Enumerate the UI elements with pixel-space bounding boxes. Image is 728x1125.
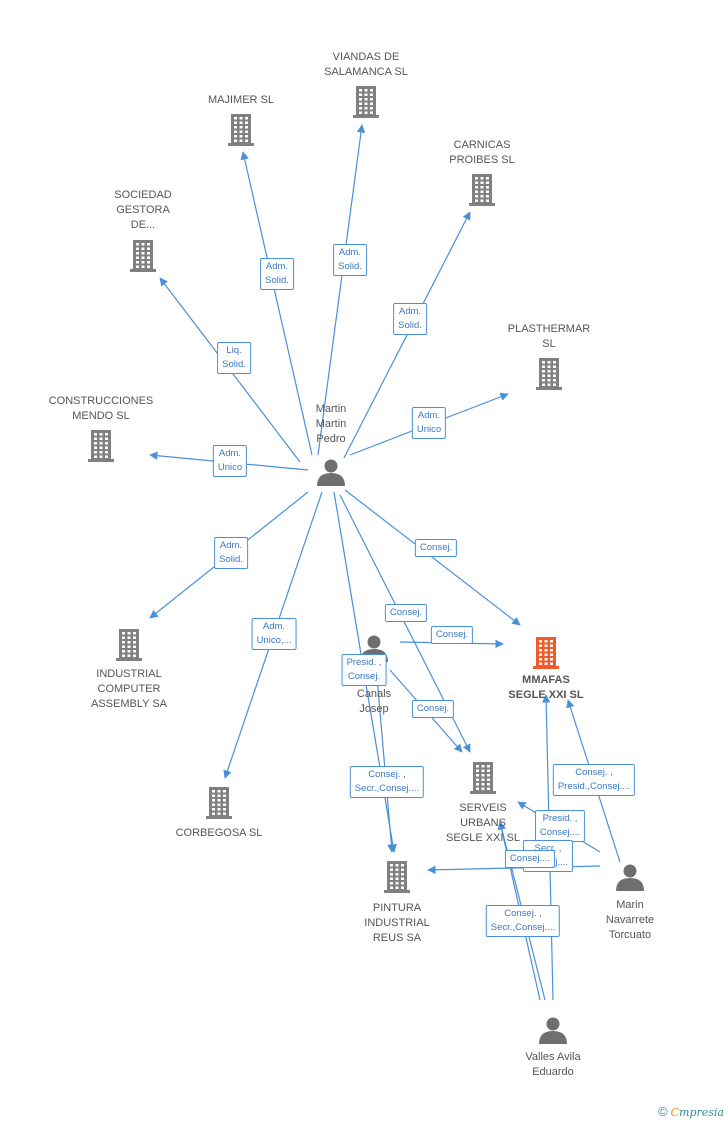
role-badge[interactable]: Presid. , Consej.	[341, 654, 387, 686]
company-label-serveis[interactable]: SERVEIS URBANS SEGLE XXI SL	[446, 802, 520, 844]
building-icon[interactable]	[116, 629, 142, 661]
brand-logo-e: C	[670, 1106, 680, 1119]
company-label-sociedad[interactable]: SOCIEDAD GESTORA DE...	[114, 189, 172, 231]
role-badge[interactable]: Adm. Solid.	[214, 537, 248, 569]
company-label-pintura[interactable]: PINTURA INDUSTRIAL REUS SA	[364, 902, 430, 944]
edge-line	[344, 489, 521, 626]
company-label-corbegosa[interactable]: CORBEGOSA SL	[175, 827, 263, 839]
role-badge[interactable]: Adm. Solid.	[333, 244, 367, 276]
building-icon[interactable]	[130, 240, 156, 272]
role-badge[interactable]: Adm. Unico	[411, 407, 447, 439]
company-label-mmafas[interactable]: MMAFAS SEGLE XXI SL	[508, 674, 584, 701]
company-label-carnicas[interactable]: CARNICAS PROIBES SL	[449, 139, 515, 166]
role-badge[interactable]: Adm. Solid.	[393, 303, 427, 335]
person-icon[interactable]	[539, 1017, 567, 1045]
role-badge[interactable]: Adm. Solid.	[260, 258, 294, 290]
building-icon[interactable]	[228, 114, 254, 146]
person-icon[interactable]	[616, 864, 644, 892]
role-badge[interactable]: Consej.	[384, 604, 428, 622]
role-badge[interactable]: Consej. , Presid.,Consej....	[552, 764, 636, 796]
person-label-valles[interactable]: Valles Avila Eduardo	[525, 1051, 581, 1078]
building-icon[interactable]	[533, 637, 559, 669]
building-icon[interactable]	[536, 358, 562, 390]
role-badge[interactable]: Adm. Unico	[212, 445, 248, 477]
brand-logo-text: mpresia	[679, 1106, 724, 1119]
person-label-navarrete[interactable]: Marin Navarrete Torcuato	[605, 899, 655, 941]
company-label-majimer[interactable]: MAJIMER SL	[207, 94, 274, 106]
role-badge[interactable]: Consej. , Secr.,Consej....	[349, 766, 425, 798]
role-badge[interactable]: Adm. Unico,...	[251, 618, 297, 650]
building-icon[interactable]	[206, 787, 232, 819]
company-label-viandas[interactable]: VIANDAS DE SALAMANCA SL	[324, 51, 408, 78]
person-icon[interactable]	[317, 459, 345, 487]
edge-line	[240, 151, 313, 456]
edge-line	[343, 211, 471, 459]
role-badge[interactable]: Consej.	[414, 539, 458, 557]
company-label-industrial[interactable]: INDUSTRIAL COMPUTER ASSEMBLY SA	[90, 668, 168, 710]
building-icon[interactable]	[470, 762, 496, 794]
copyright-icon: ©	[657, 1104, 668, 1119]
building-icon[interactable]	[88, 430, 114, 462]
role-badge[interactable]: Consej.	[411, 700, 455, 718]
company-label-plasthermar[interactable]: PLASTHERMAR SL	[507, 323, 591, 350]
role-badge[interactable]: Presid. , Consej....	[534, 810, 586, 842]
copyright-notice: © Cmpresia	[658, 1104, 724, 1119]
role-badge[interactable]: Consej....	[504, 850, 556, 868]
person-label-martin[interactable]: Martin Martin Pedro	[315, 403, 347, 445]
company-label-construcciones[interactable]: CONSTRUCCIONES MENDO SL	[48, 395, 154, 422]
role-badge[interactable]: Consej. , Secr.,Consej....	[485, 905, 561, 937]
building-icon[interactable]	[353, 86, 379, 118]
building-icon[interactable]	[469, 174, 495, 206]
role-badge[interactable]: Consej.	[430, 626, 474, 644]
role-badge[interactable]: Liq. Solid.	[217, 342, 251, 374]
edge-line	[317, 124, 366, 456]
building-icon[interactable]	[384, 861, 410, 893]
